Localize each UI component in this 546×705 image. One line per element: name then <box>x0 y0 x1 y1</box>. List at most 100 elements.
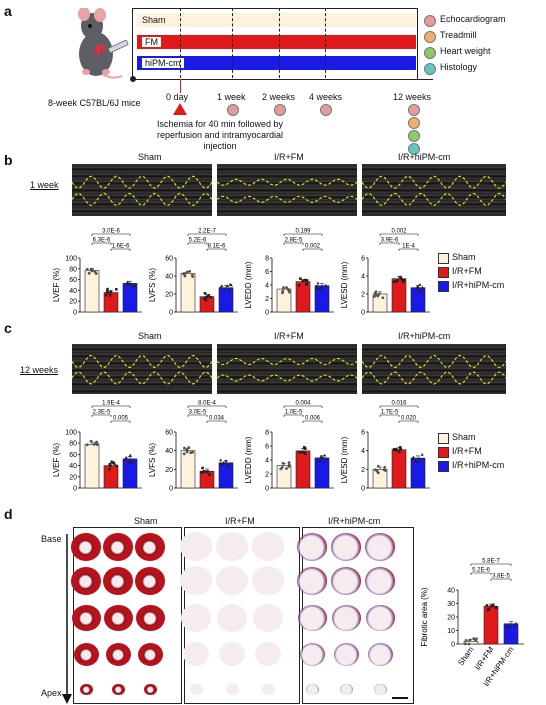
data-point <box>377 292 381 296</box>
data-point <box>474 639 478 643</box>
heart-section <box>73 642 99 666</box>
y-tick-label: 0 <box>361 486 365 493</box>
legend-sham-label: Sham <box>452 252 476 262</box>
heart-section <box>365 533 395 561</box>
bar-i-r-hipm-cm <box>218 462 234 489</box>
y-axis-label: LVESD (mm) <box>340 436 349 483</box>
data-point <box>93 270 97 274</box>
data-point <box>417 289 421 293</box>
p-value-label: 6.3E-6 <box>93 238 111 244</box>
timeline-divider <box>180 8 181 78</box>
panel-d-label: d <box>4 506 13 522</box>
p-value-label: 0.020 <box>401 416 417 422</box>
data-point <box>400 277 403 281</box>
timeline-sham-bar: Sham <box>137 13 416 27</box>
heart-section <box>71 567 101 595</box>
data-point <box>89 268 93 272</box>
y-tick-label: 80 <box>69 441 77 448</box>
data-point <box>490 604 493 608</box>
echo-image-sham <box>72 164 212 216</box>
lv-wall-trace <box>216 178 358 186</box>
data-point <box>316 459 320 463</box>
p-value-label: 0.016 <box>391 401 407 407</box>
data-point <box>112 461 115 464</box>
data-point <box>225 463 229 467</box>
bar-i-r-hipm-cm <box>218 287 234 313</box>
echo-image-hipm <box>362 344 506 394</box>
bar-sham <box>84 444 100 489</box>
legend-echo-icon <box>424 15 436 27</box>
data-point <box>398 445 402 449</box>
data-point <box>376 471 380 475</box>
data-point <box>399 275 402 279</box>
p-value-label: 8.1E-6 <box>208 244 226 250</box>
data-point <box>316 281 320 285</box>
heart-section <box>297 567 327 595</box>
data-point <box>324 283 328 287</box>
data-point <box>323 453 327 457</box>
data-point <box>414 459 418 463</box>
data-point <box>485 604 489 607</box>
data-point <box>302 445 306 449</box>
echo-title-fm: I/R+FM <box>274 152 304 162</box>
data-point <box>106 287 109 291</box>
data-point <box>126 282 130 286</box>
data-point <box>486 608 490 611</box>
heart-section <box>79 683 93 696</box>
base-label: Base <box>41 534 62 544</box>
mouse-illustration <box>78 8 129 79</box>
data-point <box>182 446 186 450</box>
echo-image-hipm <box>362 164 506 216</box>
data-point <box>104 293 108 297</box>
y-axis-label: LVEDD (mm) <box>244 436 253 483</box>
lv-wall-trace <box>216 195 358 203</box>
apex-label: Apex <box>41 688 62 698</box>
p-value-label: 5.8E-7 <box>482 559 500 565</box>
heart-section <box>135 604 165 632</box>
data-point <box>89 439 93 443</box>
heart-section <box>111 683 125 696</box>
data-point <box>299 450 303 454</box>
data-point <box>304 447 307 450</box>
y-tick-label: 20 <box>69 299 77 306</box>
y-tick-label: 40 <box>165 448 173 455</box>
data-point <box>401 280 405 284</box>
data-point <box>297 451 301 454</box>
data-point <box>114 287 118 291</box>
data-point <box>412 455 416 459</box>
heart-section <box>252 566 284 596</box>
y-tick-label: 6 <box>361 256 365 263</box>
base-to-apex-arrow-icon <box>62 534 72 704</box>
data-point <box>305 282 309 285</box>
histo-title-sham: Sham <box>134 516 158 526</box>
y-tick-label: 60 <box>165 430 173 437</box>
heart-section <box>182 641 210 667</box>
heart-section <box>216 603 248 632</box>
bar-sham <box>180 272 196 313</box>
y-tick-label: 2 <box>265 472 269 479</box>
ischemia-note-line: reperfusion and intramyocardial injectio… <box>156 130 284 151</box>
data-point <box>494 606 498 610</box>
y-axis-label: LVESD (mm) <box>340 261 349 308</box>
legend-hipm-swatch <box>438 461 449 472</box>
mouse-label: 8-week C57BL/6J mice <box>48 98 141 108</box>
p-value-label: 0.199 <box>295 229 311 235</box>
data-point <box>392 280 396 284</box>
data-point <box>320 285 324 289</box>
data-point <box>204 298 208 302</box>
data-point <box>221 462 225 466</box>
heart-section <box>180 603 212 632</box>
legend-hipm-label: I/R+hiPM-cm <box>452 460 505 470</box>
data-point <box>130 459 134 463</box>
timeline-axis <box>133 79 433 80</box>
data-point <box>209 295 213 299</box>
heart-section <box>225 683 239 696</box>
data-point <box>514 621 518 625</box>
data-point <box>190 273 194 277</box>
data-point <box>208 473 212 476</box>
data-point <box>383 465 387 469</box>
lv-wall-trace <box>72 354 213 369</box>
lv-wall-trace <box>72 371 213 385</box>
bar-i-r-hipm-cm <box>503 623 519 645</box>
